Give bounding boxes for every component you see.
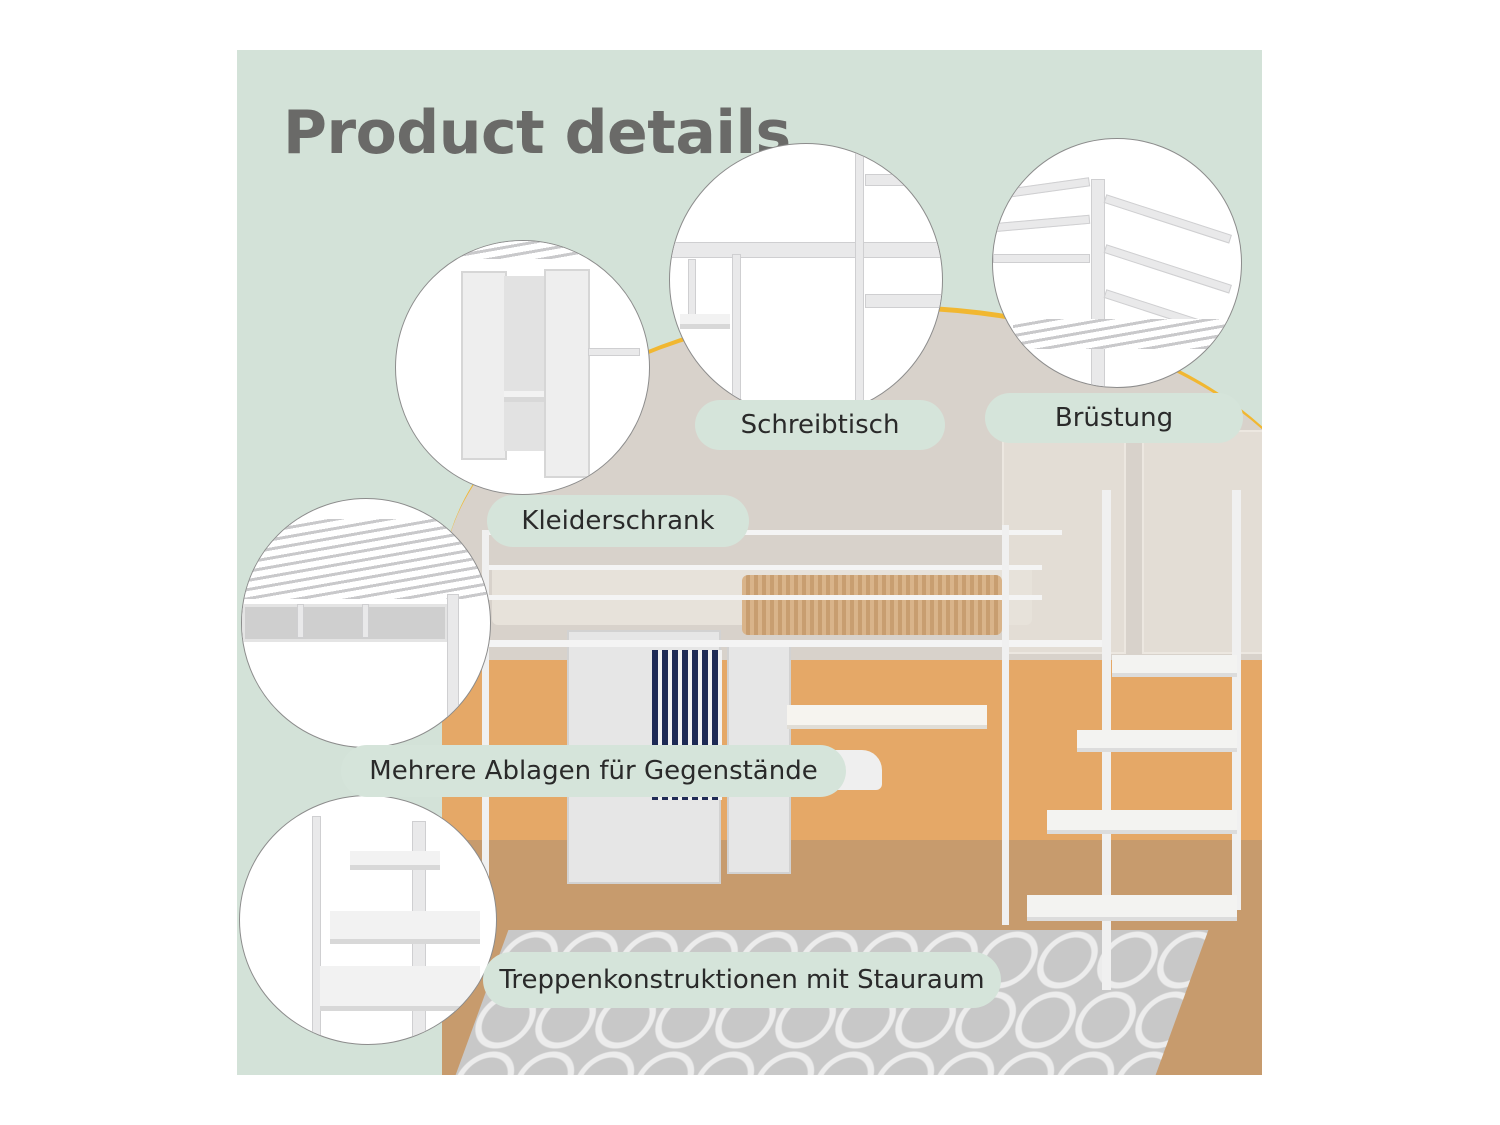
- bed-post: [1002, 525, 1009, 925]
- stair-rung: [865, 174, 942, 186]
- callout-shelves: Mehrere Ablagen für Gegenstände: [341, 745, 846, 797]
- rail-bar: [1103, 194, 1232, 244]
- wall-panel: [1142, 430, 1262, 654]
- callout-desk: Schreibtisch: [695, 400, 945, 450]
- wardrobe-detail-image: [395, 240, 650, 495]
- stair-step: [350, 851, 440, 870]
- rail-bar: [993, 177, 1091, 200]
- rail-bar: [993, 254, 1090, 263]
- stair-step: [330, 911, 480, 944]
- desk-surface: [787, 705, 987, 729]
- guardrail-detail-image: [992, 138, 1242, 388]
- wardrobe-interior: [504, 276, 544, 451]
- stair-rung: [865, 294, 942, 308]
- rail-bar: [993, 214, 1091, 233]
- bed-post: [482, 530, 489, 910]
- cubby-divider: [362, 604, 369, 638]
- corner-post: [1091, 179, 1105, 387]
- desk-shelf: [680, 314, 730, 329]
- desk-detail-image: [669, 143, 943, 417]
- callout-stairs: Treppenkonstruktionen mit Stauraum: [483, 952, 1001, 1008]
- product-details-canvas: Product details: [237, 50, 1262, 1075]
- rail-bar: [1103, 244, 1232, 294]
- bed-base-rail: [482, 640, 1102, 647]
- stair-step: [320, 966, 480, 1011]
- frame-post: [312, 816, 321, 1044]
- stair-step-1: [1112, 655, 1237, 677]
- wardrobe-door-closed: [544, 269, 590, 478]
- callout-wardrobe: Kleiderschrank: [487, 495, 749, 547]
- bed-slats: [242, 519, 490, 599]
- desk-edge: [588, 348, 640, 356]
- wardrobe-door-open: [461, 271, 507, 460]
- bed-slats: [1013, 319, 1241, 349]
- stair-step-3: [1047, 810, 1237, 834]
- bed-slats: [446, 241, 606, 259]
- page-title: Product details: [283, 98, 791, 168]
- front-rail-top: [482, 565, 1042, 570]
- back-rail: [482, 530, 1062, 535]
- shelves-detail-image: [241, 498, 491, 748]
- wardrobe-shelf: [504, 391, 544, 402]
- frame-post: [855, 144, 864, 416]
- stairs-detail-image: [239, 795, 497, 1045]
- stair-step-4: [1027, 895, 1237, 921]
- frame-post: [447, 594, 459, 747]
- stair-step-2: [1077, 730, 1237, 752]
- desk-leg: [732, 254, 741, 416]
- front-rail-mid: [482, 595, 1042, 600]
- desk-leg: [688, 259, 696, 321]
- cubby-shelf: [242, 604, 448, 642]
- cubby-divider: [297, 604, 304, 638]
- callout-guardrail: Brüstung: [985, 393, 1243, 443]
- stair-post: [1232, 490, 1241, 910]
- desk-top: [670, 242, 942, 258]
- blanket: [742, 575, 1002, 635]
